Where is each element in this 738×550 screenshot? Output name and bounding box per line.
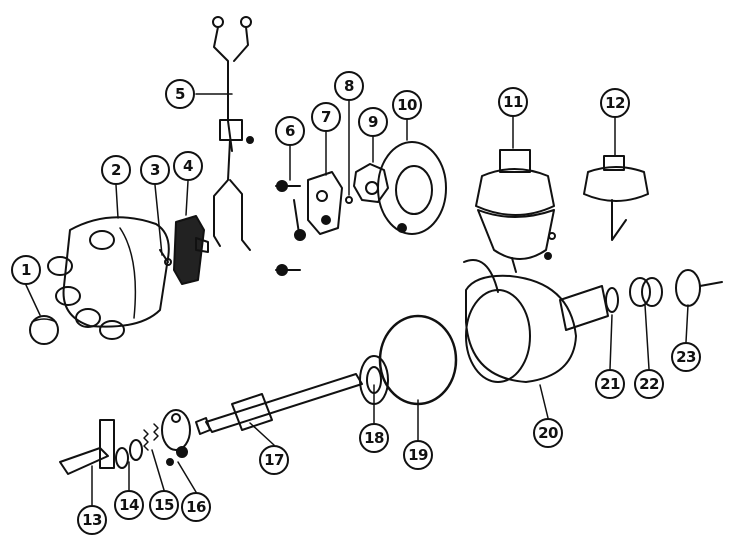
- part-4-rotor: [173, 215, 209, 285]
- callout-5: 5: [165, 79, 195, 109]
- callout-6: 6: [275, 116, 305, 146]
- part-14-weights: [115, 439, 143, 469]
- callout-3: 3: [140, 155, 170, 185]
- part-13-shaft: [59, 419, 115, 475]
- part-7-breaker-plate: [307, 171, 343, 235]
- callout-9: 9: [358, 107, 388, 137]
- part-22-washer: [629, 277, 663, 307]
- part-17-main-shaft: [195, 373, 363, 435]
- part-23-drive-gear: [675, 269, 723, 307]
- part-3-pin: [159, 249, 172, 266]
- callout-12: 12: [600, 88, 630, 118]
- part-9-cam: [353, 163, 389, 203]
- callout-17: 17: [259, 445, 289, 475]
- callout-19: 19: [403, 440, 433, 470]
- callout-22: 22: [634, 369, 664, 399]
- part-5-wire-harness: [212, 16, 254, 251]
- part-19-o-ring: [378, 314, 458, 406]
- callout-18: 18: [359, 423, 389, 453]
- callout-8: 8: [334, 71, 364, 101]
- callout-10: 10: [392, 90, 422, 120]
- part-16-governor-plate: [161, 409, 191, 466]
- callout-13: 13: [77, 505, 107, 535]
- part-1-cap: [29, 315, 59, 345]
- callout-1: 1: [11, 255, 41, 285]
- callout-21: 21: [595, 369, 625, 399]
- callout-20: 20: [533, 418, 563, 448]
- part-6-screws: [275, 180, 306, 276]
- callout-11: 11: [498, 87, 528, 117]
- leader-lines: [25, 93, 689, 506]
- part-12-vacuum-unit: [583, 155, 649, 241]
- callout-23: 23: [671, 342, 701, 372]
- part-11-vacuum-unit: [475, 149, 556, 273]
- part-10-base-plate: [377, 141, 447, 235]
- part-20-housing: [463, 259, 609, 383]
- callout-4: 4: [173, 151, 203, 181]
- part-21-washer: [605, 287, 619, 313]
- callout-7: 7: [311, 102, 341, 132]
- callout-16: 16: [181, 492, 211, 522]
- part-15-springs: [143, 423, 159, 451]
- callout-2: 2: [101, 155, 131, 185]
- callout-14: 14: [114, 490, 144, 520]
- part-8-clip: [345, 196, 353, 204]
- part-18-seal: [359, 355, 389, 405]
- part-2-distributor-cap: [47, 216, 170, 340]
- callout-15: 15: [149, 490, 179, 520]
